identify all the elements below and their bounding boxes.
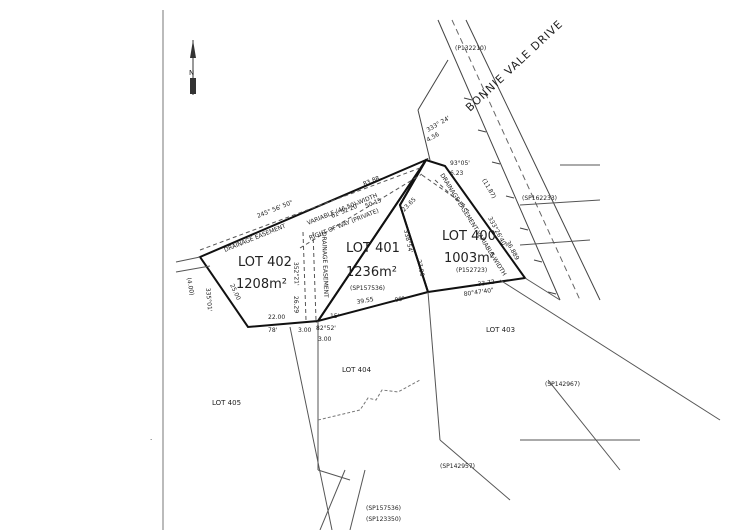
dim-road-bearing: 333° 24' — [426, 115, 452, 134]
plan-ref-bottom-1: (SP157536) — [366, 505, 401, 512]
lot-401-area: 1236m² — [346, 265, 397, 280]
stray-mark: · — [150, 436, 152, 444]
dim-bottom-right-bearing: 80°47'40" — [463, 287, 494, 298]
dim-1187: (11.87) — [480, 178, 497, 200]
dim-mid-bearing: 352°21' — [292, 262, 300, 286]
dim-bottom-00: 00" — [394, 295, 406, 304]
lot-402-label: LOT 402 — [238, 255, 292, 270]
dim-right-3: 3.00 — [318, 336, 332, 343]
dim-lot400-left-dist: 27.90 — [415, 259, 425, 277]
dim-corner-bearing: 93°05' — [450, 160, 470, 167]
north-label: N — [189, 69, 194, 77]
building-outline — [317, 379, 421, 421]
dim-bottom-right-dist: 33.72 — [477, 279, 495, 288]
lot-400-boundary — [398, 158, 527, 294]
lot-405-label: LOT 405 — [212, 399, 241, 407]
easement-lines — [199, 167, 471, 321]
plan-ref-right: (SP162233) — [522, 195, 557, 202]
north-arrow-icon — [190, 40, 196, 95]
drainage-easement-lower-label: DRAINAGE EASEMENT — [320, 232, 329, 298]
plan-ref-south: (SP142957) — [440, 463, 475, 470]
dim-bottom-78: 78' — [268, 327, 278, 334]
dim-left-bearing: 335°01' — [204, 288, 213, 313]
dim-bottom-3: 3.00 — [298, 327, 312, 334]
lot-403-label: LOT 403 — [486, 326, 515, 334]
lot-401-plan: (SP157536) — [350, 285, 385, 292]
lot-404-label: LOT 404 — [342, 366, 372, 374]
dim-bottom-3955: 39.55 — [356, 296, 374, 306]
road-name: BONNIE VALE DRIVE — [463, 17, 565, 114]
dim-mid-dist: 26.29 — [292, 296, 300, 314]
plan-ref-bottom-2: (SP123350) — [366, 516, 401, 523]
dim-corner-dist: 6.23 — [450, 170, 464, 177]
road-ticks — [463, 97, 557, 295]
lot-400-label: LOT 400 — [442, 229, 496, 244]
road-reserve — [417, 19, 601, 301]
dim-angle-8252: 82°52' — [316, 325, 336, 332]
dim-lot400-left-bearing: 338°54' — [402, 229, 414, 254]
lot-402-area: 1208m² — [236, 277, 287, 292]
plan-ref-east-lower: (SP142967) — [545, 381, 580, 388]
drainage-easement-label: DRAINAGE EASEMENT — [223, 223, 287, 254]
dim-left-paren: (4.00) — [185, 277, 195, 296]
plan-ref-top: (P132210) — [455, 45, 486, 52]
lot-400-area: 1003m² — [444, 251, 495, 266]
dim-bottom-22: 22.00 — [268, 314, 285, 321]
lot-401-label: LOT 401 — [346, 241, 400, 256]
dim-bottom-15: 15' — [330, 313, 340, 320]
lot-400-plan: (P152723) — [456, 267, 487, 274]
adjacent-parcel-lines — [175, 164, 721, 530]
